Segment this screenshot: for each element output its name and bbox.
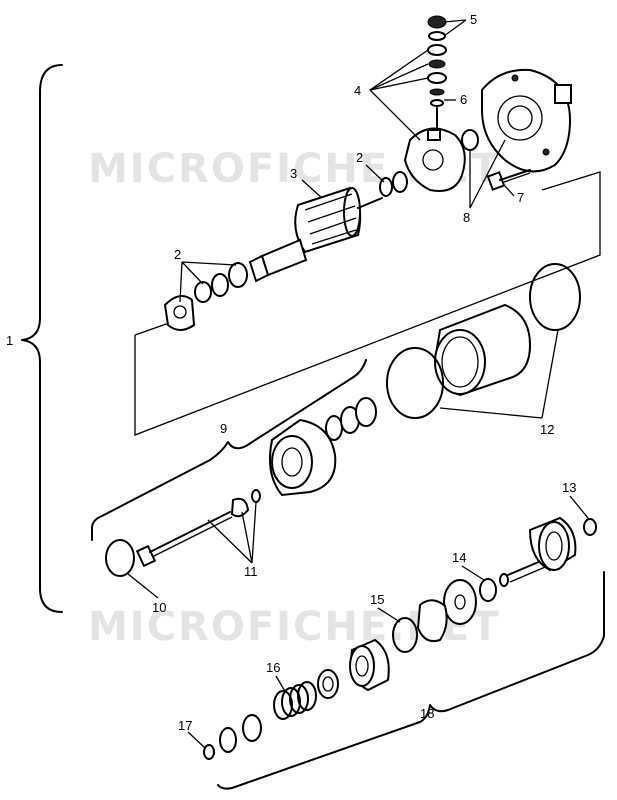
drive-housing bbox=[269, 397, 377, 497]
o-ring-12-left bbox=[386, 347, 444, 419]
pinion-shaft bbox=[499, 516, 597, 587]
bolt-7 bbox=[486, 169, 531, 191]
washer-2-upper-b bbox=[392, 171, 408, 193]
callout-13: 13 bbox=[562, 480, 576, 495]
callout-14: 14 bbox=[452, 550, 466, 565]
field-housing bbox=[433, 303, 532, 397]
o-ring-10 bbox=[105, 539, 135, 577]
callout-9: 9 bbox=[220, 421, 227, 436]
washer-17-a bbox=[203, 744, 215, 760]
callout-11: 11 bbox=[244, 564, 258, 579]
callout-5: 5 bbox=[470, 12, 477, 27]
thrust-washer bbox=[443, 579, 477, 625]
brush-plate bbox=[403, 127, 466, 192]
washer-set-2-middle bbox=[163, 262, 248, 331]
washer-17-c bbox=[242, 714, 262, 742]
callout-18: 18 bbox=[420, 706, 434, 721]
callout-17: 17 bbox=[178, 718, 192, 733]
o-ring-12-right bbox=[529, 263, 581, 331]
armature bbox=[248, 186, 383, 283]
through-bolt bbox=[135, 489, 261, 568]
washer-2-upper-a bbox=[379, 177, 393, 197]
sleeve bbox=[317, 669, 339, 699]
snap-ring-14 bbox=[479, 578, 497, 602]
brace-group-9 bbox=[91, 359, 367, 541]
spring-16 bbox=[273, 681, 317, 720]
washer-stack bbox=[427, 15, 447, 131]
frame-line-armature bbox=[134, 171, 601, 436]
brace-group-18 bbox=[217, 571, 605, 790]
callout-10: 10 bbox=[152, 600, 166, 615]
callout-4: 4 bbox=[354, 83, 361, 98]
leader-lines bbox=[127, 19, 589, 749]
callout-3: 3 bbox=[290, 166, 297, 181]
callout-12: 12 bbox=[540, 422, 554, 437]
clutch-gear bbox=[349, 638, 390, 692]
bushing bbox=[461, 129, 479, 151]
washer-17-b bbox=[219, 727, 237, 753]
frame-line-upper bbox=[134, 321, 173, 336]
clutch-half bbox=[416, 599, 448, 643]
callout-2-lower: 2 bbox=[174, 247, 181, 262]
callout-15: 15 bbox=[370, 592, 384, 607]
o-ring-15 bbox=[392, 617, 418, 653]
callout-6: 6 bbox=[460, 92, 467, 107]
callout-16: 16 bbox=[266, 660, 280, 675]
callout-7: 7 bbox=[517, 190, 524, 205]
callout-2-upper: 2 bbox=[356, 150, 363, 165]
callout-8: 8 bbox=[463, 210, 470, 225]
callout-1: 1 bbox=[6, 333, 13, 348]
brace-assembly-1 bbox=[21, 64, 63, 613]
